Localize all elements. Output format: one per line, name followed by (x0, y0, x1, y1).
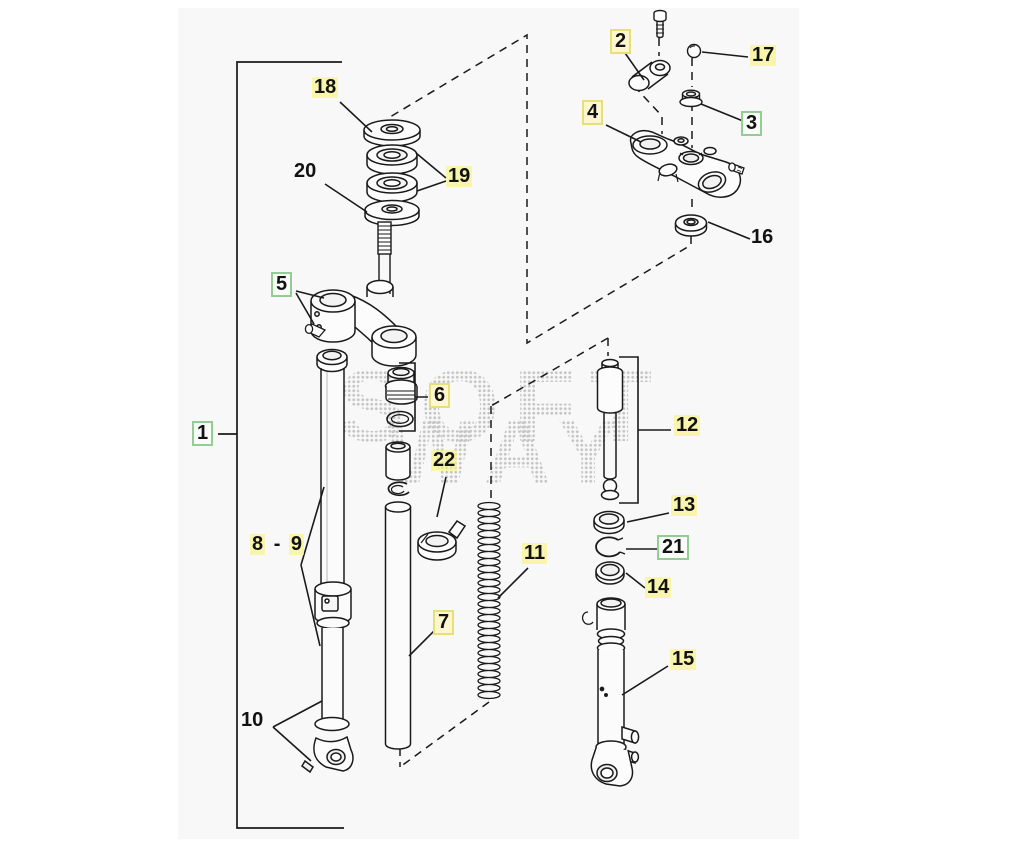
alignment-dashed-lines (389, 33, 693, 768)
callout-21[interactable]: 21 (657, 535, 690, 560)
bushing-14 (595, 561, 625, 585)
bracket-part-1 (218, 61, 344, 829)
callout-8-9-separator: - (273, 533, 281, 555)
callout-6[interactable]: 6 (429, 383, 451, 408)
lower-triple-clamp (310, 279, 417, 367)
leader-lines (272, 51, 751, 762)
callout-7[interactable]: 7 (433, 610, 455, 635)
left-fork-tube-assembly (301, 348, 354, 774)
callout-18[interactable]: 18 (312, 76, 339, 98)
fork-cap-and-oring (384, 362, 428, 432)
callout-17[interactable]: 17 (750, 44, 777, 66)
steering-stem-nut-3 (679, 89, 703, 108)
spacer-tube (385, 441, 411, 481)
callout-11[interactable]: 11 (522, 542, 548, 564)
retaining-clip-21 (595, 536, 626, 558)
washer-16 (674, 214, 708, 237)
callout-2[interactable]: 2 (610, 29, 632, 54)
circlip (387, 481, 410, 497)
callout-16[interactable]: 16 (751, 226, 774, 248)
callout-15[interactable]: 15 (670, 648, 697, 670)
callout-12[interactable]: 12 (674, 414, 701, 436)
callout-5[interactable]: 5 (271, 272, 293, 297)
handlebar-clamp-bolt (653, 9, 667, 39)
callout-20[interactable]: 20 (294, 160, 317, 182)
damper-rod-12 (596, 356, 671, 504)
seal-13 (593, 510, 625, 535)
callout-8[interactable]: 8 (250, 533, 266, 555)
callout-14[interactable]: 14 (645, 576, 672, 598)
callout-8-9[interactable]: 8 - 9 (250, 533, 305, 555)
inner-tube-7 (384, 501, 412, 750)
outer-slider-15 (581, 597, 640, 787)
watermark-line2: WAY (386, 399, 634, 504)
callout-3[interactable]: 3 (741, 111, 763, 136)
callout-4[interactable]: 4 (582, 100, 604, 125)
spring-11 (478, 503, 500, 702)
top-triple-clamp-4 (629, 130, 742, 198)
callout-13[interactable]: 13 (671, 494, 698, 516)
steering-nut-ball-17 (686, 43, 702, 59)
callout-9[interactable]: 9 (288, 533, 305, 555)
callout-22[interactable]: 22 (431, 449, 458, 471)
handlebar-riser-clamp-2 (628, 59, 671, 92)
callout-1[interactable]: 1 (192, 421, 214, 446)
spring-11-coils (478, 503, 500, 702)
callout-19[interactable]: 19 (446, 165, 473, 187)
bearing-washer-stack (363, 119, 421, 227)
clamp-22 (417, 519, 467, 561)
clamp-pinch-bolt (304, 323, 327, 338)
callout-10[interactable]: 10 (241, 709, 264, 731)
clamp-side-bolt (728, 162, 745, 175)
